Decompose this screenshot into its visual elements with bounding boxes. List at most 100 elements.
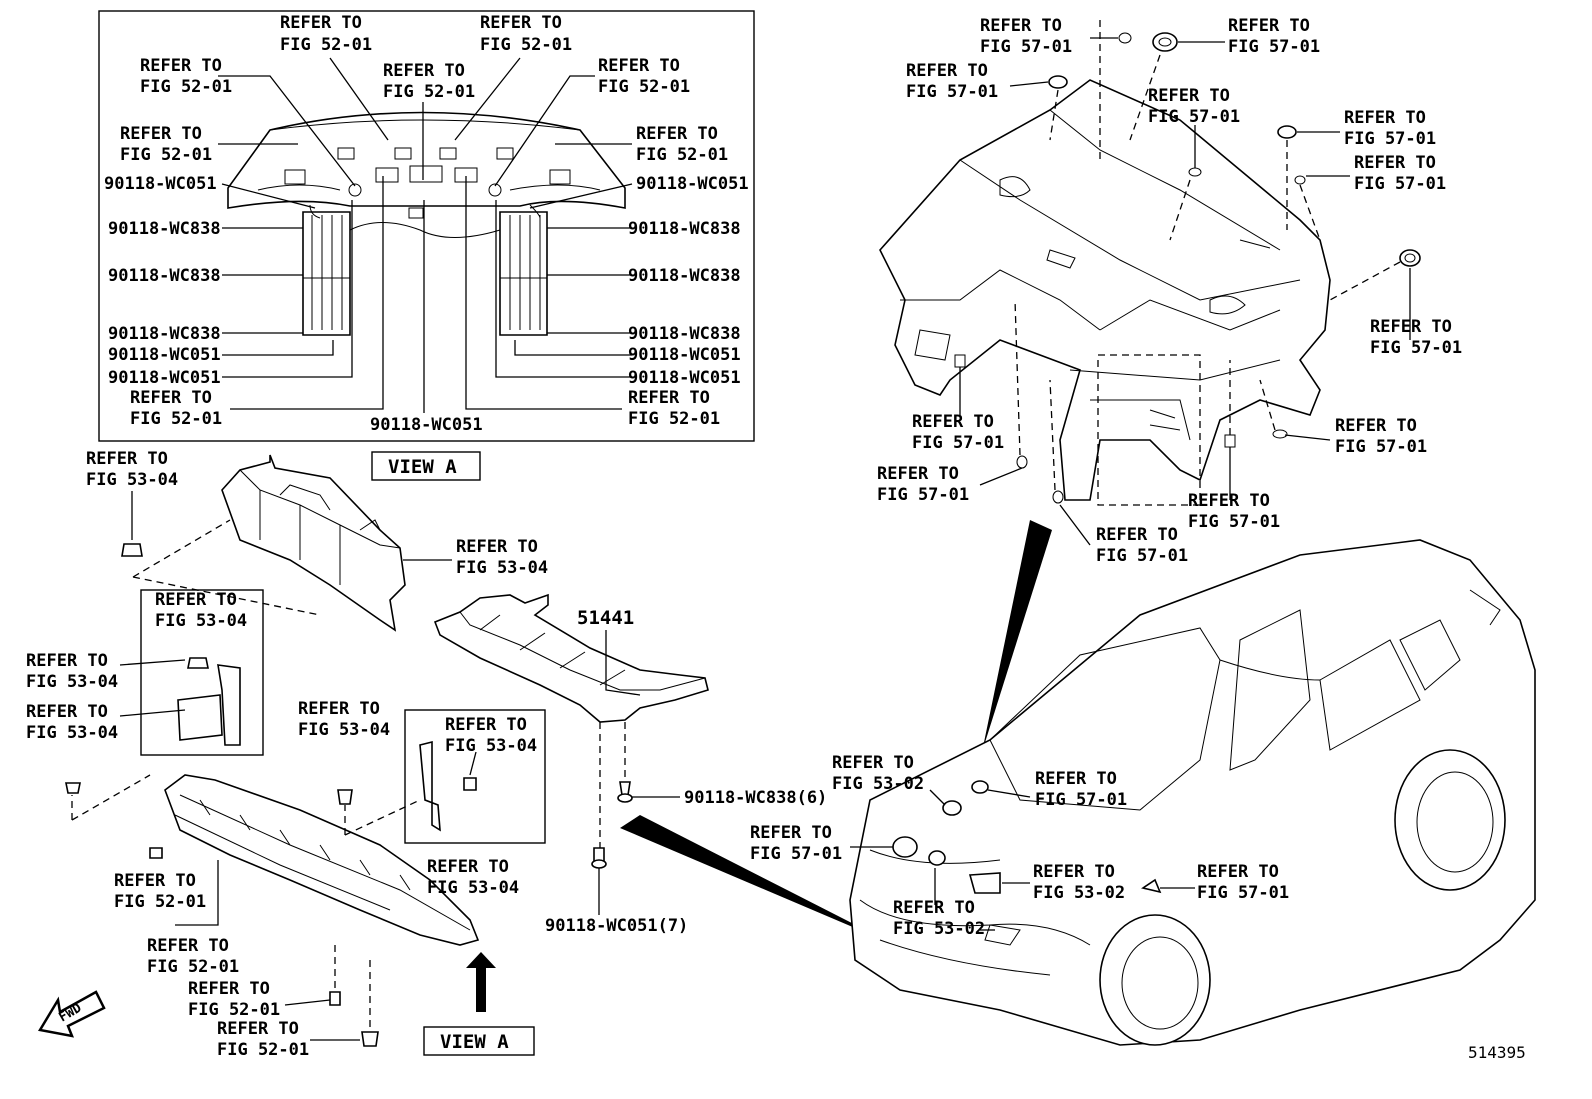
lower-label-b4b: FIG 52-01 (217, 1040, 309, 1060)
lower-label-a1b: FIG 53-04 (86, 470, 178, 490)
bracket-left-drawing (177, 657, 241, 746)
view-a-label-5a: REFER TO (598, 56, 680, 76)
frame-label-10a: REFER TO (877, 464, 959, 484)
bracket-detail-box (140, 589, 264, 756)
frame-label-8a: REFER TO (912, 412, 994, 432)
view-a-label-2a: REFER TO (480, 13, 562, 33)
car-label-6a: REFER TO (893, 898, 975, 918)
lower-shield-drawing (149, 774, 480, 946)
lower-label-b4a: REFER TO (217, 1019, 299, 1039)
car-label-6b: FIG 53-02 (893, 919, 985, 939)
lower-label-a3a: REFER TO (155, 590, 237, 610)
car-drawing (849, 539, 1536, 1046)
lower-label-b2b: FIG 52-01 (147, 957, 239, 977)
air-guide-drawing (221, 454, 406, 632)
view-a-right-part-5: 90118-WC051 (628, 345, 741, 365)
frame-label-1b: FIG 57-01 (980, 37, 1072, 57)
clip-1 (121, 543, 143, 557)
car-labels: REFER TO FIG 53-02 REFER TO FIG 57-01 RE… (750, 753, 1289, 939)
engine-under-cover-51441 (433, 593, 709, 723)
shield-clip (361, 1031, 379, 1047)
view-a-labels: REFER TO FIG 52-01 REFER TO FIG 52-01 RE… (104, 13, 749, 435)
car-label-1b: FIG 53-02 (832, 774, 924, 794)
lower-label-b2a: REFER TO (147, 936, 229, 956)
view-a-label-1b: FIG 52-01 (280, 35, 372, 55)
lower-label-a2b: FIG 53-04 (456, 558, 548, 578)
frame-label-6b: FIG 57-01 (1354, 174, 1446, 194)
lower-label-b1a: REFER TO (114, 871, 196, 891)
shield-pointer-wedge (620, 815, 895, 945)
car-label-2a: REFER TO (1035, 769, 1117, 789)
frame-label-4a: REFER TO (1148, 86, 1230, 106)
part-51441-leader (605, 630, 641, 696)
view-a-right-part-4: 90118-WC838 (628, 324, 741, 344)
frame-label-1a: REFER TO (980, 16, 1062, 36)
lower-label-a5b: FIG 53-04 (26, 723, 118, 743)
view-a-title-box (371, 451, 481, 481)
view-a-label-6a: REFER TO (120, 124, 202, 144)
car-label-3a: REFER TO (750, 823, 832, 843)
frame-label-5a: REFER TO (1344, 108, 1426, 128)
frame-leaders (954, 20, 1421, 546)
part-number-51441: 51441 (577, 607, 634, 629)
frame-label-2a: REFER TO (1228, 16, 1310, 36)
frame-drawing (879, 79, 1331, 501)
view-a-label-2b: FIG 52-01 (480, 35, 572, 55)
frame-label-9b: FIG 57-01 (1335, 437, 1427, 457)
view-a-right-part-6: 90118-WC051 (628, 368, 741, 388)
view-a-tag-box (423, 1026, 535, 1056)
frame-label-7a: REFER TO (1370, 317, 1452, 337)
lower-label-a8b: FIG 53-04 (427, 878, 519, 898)
car-label-4a: REFER TO (1033, 862, 1115, 882)
clip-2 (65, 782, 81, 794)
frame-label-6a: REFER TO (1354, 153, 1436, 173)
lower-label-b3b: FIG 52-01 (188, 1000, 280, 1020)
view-a-label-5b: FIG 52-01 (598, 77, 690, 97)
view-a-left-part-6: 90118-WC051 (108, 368, 221, 388)
lower-label-b1b: FIG 52-01 (114, 892, 206, 912)
bolt-wc051 (591, 847, 607, 869)
car-label-4b: FIG 53-02 (1033, 883, 1125, 903)
bolt-wc051-label: 90118-WC051(7) (545, 916, 688, 936)
view-a-label-1a: REFER TO (280, 13, 362, 33)
frame-label-4b: FIG 57-01 (1148, 107, 1240, 127)
lower-labels: REFER TO FIG 53-04 REFER TO FIG 53-04 RE… (26, 449, 827, 1060)
lower-label-a2a: REFER TO (456, 537, 538, 557)
bolt-wc838 (617, 781, 633, 803)
lower-label-b3a: REFER TO (188, 979, 270, 999)
view-a-label-4b: FIG 52-01 (383, 82, 475, 102)
frame-label-11b: FIG 57-01 (1188, 512, 1280, 532)
view-a-label-9b: FIG 52-01 (628, 409, 720, 429)
view-a-leaders (218, 57, 633, 413)
car-label-5b: FIG 57-01 (1197, 883, 1289, 903)
frame-label-2b: FIG 57-01 (1228, 37, 1320, 57)
lower-label-a4b: FIG 53-04 (26, 672, 118, 692)
car-leaders (850, 780, 1195, 931)
lower-label-a6a: REFER TO (298, 699, 380, 719)
view-a-left-part-3: 90118-WC838 (108, 266, 221, 286)
frame-label-3b: FIG 57-01 (906, 82, 998, 102)
view-a-left-part-5: 90118-WC051 (108, 345, 221, 365)
bracket-center-drawing (419, 740, 477, 832)
view-a-right-part-1: 90118-WC051 (636, 174, 749, 194)
view-a-left-part-4: 90118-WC838 (108, 324, 221, 344)
lower-label-a6b: FIG 53-04 (298, 720, 390, 740)
bracket-center-box (404, 709, 546, 844)
view-a-right-part-2: 90118-WC838 (628, 219, 741, 239)
view-a-label-9a: REFER TO (628, 388, 710, 408)
clip-2-dash (71, 774, 151, 821)
view-a-label-7b: FIG 52-01 (636, 145, 728, 165)
lower-label-a5a: REFER TO (26, 702, 108, 722)
car-label-5a: REFER TO (1197, 862, 1279, 882)
frame-label-3a: REFER TO (906, 61, 988, 81)
car-label-3b: FIG 57-01 (750, 844, 842, 864)
car-label-1a: REFER TO (832, 753, 914, 773)
shield-ref-leader (175, 860, 219, 926)
view-a-label-8a: REFER TO (130, 388, 212, 408)
view-a-label-8b: FIG 52-01 (130, 409, 222, 429)
frame-labels: REFER TO FIG 57-01 REFER TO FIG 57-01 RE… (877, 16, 1462, 566)
bolt-wc838-label: 90118-WC838(6) (684, 788, 827, 808)
lower-label-a8a: REFER TO (427, 857, 509, 877)
view-a-center-part: 90118-WC051 (370, 415, 483, 435)
